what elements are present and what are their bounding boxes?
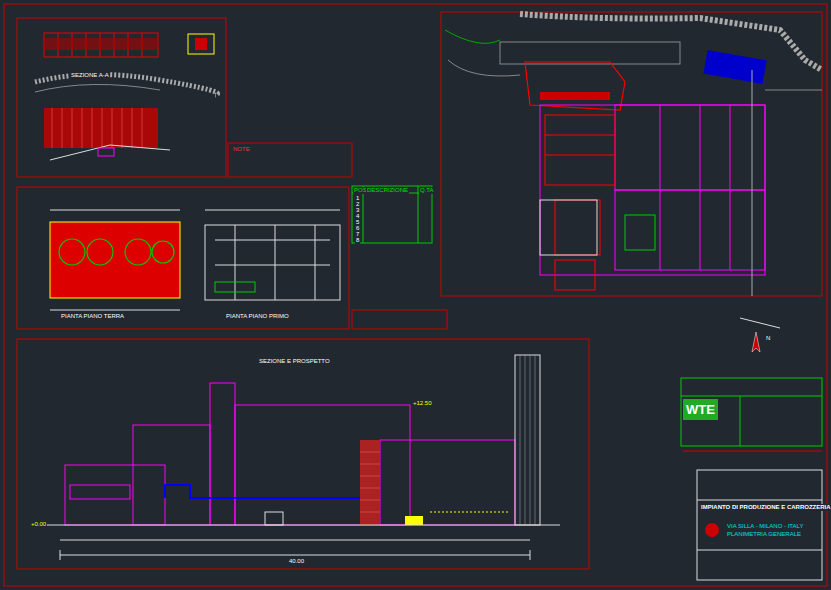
- block-text: WTE: [686, 402, 715, 417]
- block-text: VIA SILLA - MILANO - ITALY: [727, 522, 803, 530]
- drawing-label: +12.50: [412, 400, 433, 407]
- drawing-label: N: [765, 335, 771, 342]
- drawing-label: SEZIONE E PROSPETTO: [258, 358, 331, 365]
- drawing-label: SEZIONE A-A: [70, 72, 110, 79]
- block-text: PLANIMETRIA GENERALE: [727, 530, 803, 538]
- title-block: VIA SILLA - MILANO - ITALYPLANIMETRIA GE…: [725, 520, 805, 540]
- drawing-label: NOTE: [232, 146, 251, 153]
- drawing-label: 8: [355, 237, 360, 244]
- drawing-label: +0.00: [30, 521, 47, 528]
- drawing-title: IMPIANTO DI PRODUZIONE E CARROZZERIA: [700, 504, 831, 511]
- logo-box: WTE: [683, 399, 718, 420]
- drawing-label: PIANTA PIANO PRIMO: [225, 313, 290, 320]
- drawing-label: PIANTA PIANO TERRA: [60, 313, 125, 320]
- drawing-label: 40.00: [288, 558, 305, 565]
- drawing-label: Q.TA: [419, 187, 435, 194]
- drawing-label: DESCRIZIONE: [366, 187, 409, 194]
